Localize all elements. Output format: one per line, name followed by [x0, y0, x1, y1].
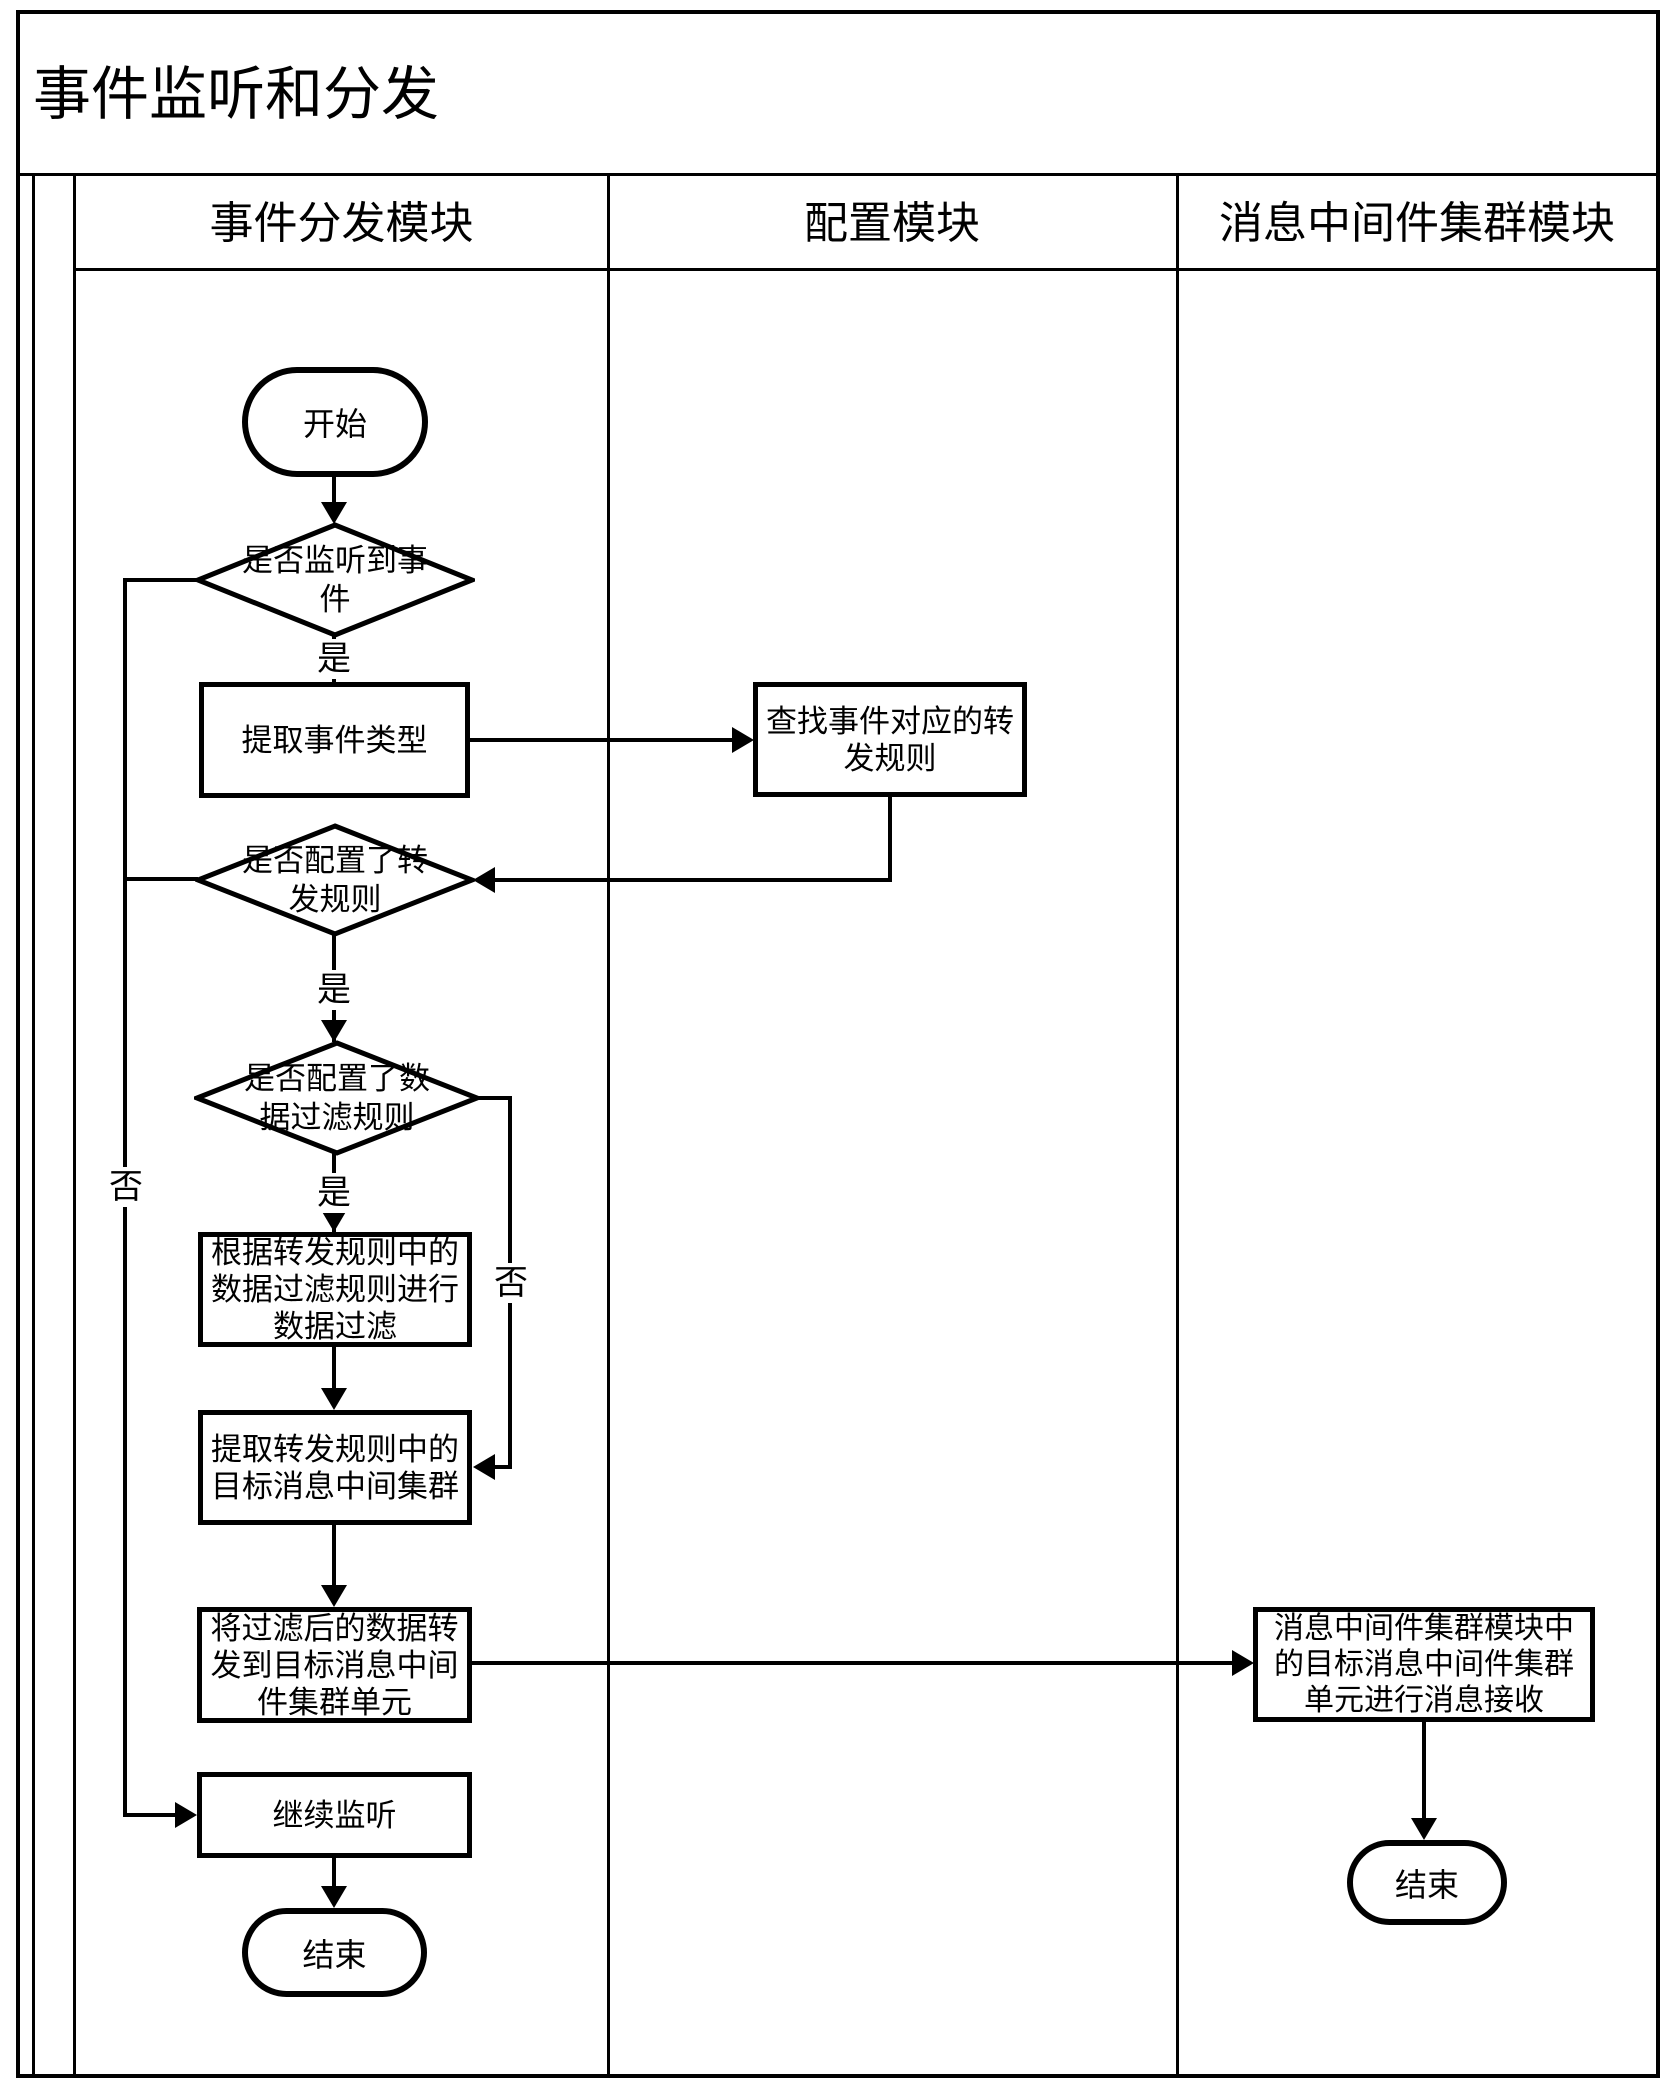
- arrowhead-down: [321, 1585, 347, 1607]
- arrowhead-right: [732, 727, 754, 753]
- lane-header-separator: [76, 268, 1656, 271]
- connector-findrule-to-decision2: [494, 878, 892, 882]
- lane-header-middleware-cluster: 消息中间件集群模块: [1219, 199, 1615, 248]
- process-extract-target-cluster: 提取转发规则中的 目标消息中间集群: [198, 1410, 472, 1525]
- process-find-forwarding-rule: 查找事件对应的转 发规则: [753, 682, 1027, 797]
- lane-divider-1: [607, 176, 610, 2075]
- arrowhead-down: [321, 1886, 347, 1908]
- arrowhead-down: [321, 1388, 347, 1410]
- decision-event-listened: 是否监听到事 件: [195, 522, 475, 638]
- arrowhead-left: [473, 867, 495, 893]
- process-forward-filtered-data: 将过滤后的数据转 发到目标消息中间 件集群单元: [197, 1607, 472, 1723]
- connector-forward-to-receive: [470, 1661, 1233, 1665]
- connector-receive-to-end: [1422, 1720, 1426, 1820]
- arrowhead-down: [1411, 1818, 1437, 1840]
- decision-forwarding-rule-label: 是否配置了转 发规则: [242, 843, 428, 917]
- edge-label-yes-3: 是: [314, 1173, 354, 1213]
- connector-findrule-down: [888, 795, 892, 882]
- lane-header-config: 配置模块: [804, 199, 980, 248]
- pool-left-edge: [32, 176, 35, 2075]
- decision-event-listened-label: 是否监听到事 件: [242, 543, 428, 617]
- end-terminal-right: 结束: [1347, 1840, 1507, 1925]
- end-terminal-left: 结束: [242, 1908, 427, 1997]
- process-continue-listening: 继续监听: [197, 1772, 472, 1858]
- arrowhead-down: [321, 1210, 347, 1232]
- lane-divider-2: [1176, 176, 1179, 2075]
- page-border: [16, 10, 1660, 2078]
- connector-continue-to-end: [332, 1856, 336, 1888]
- diagram-title: 事件监听和分发: [33, 62, 440, 127]
- edge-label-yes-2: 是: [314, 970, 354, 1010]
- start-terminal: 开始: [242, 367, 428, 477]
- arrowhead-right: [175, 1802, 197, 1828]
- connector-extract-to-findrule: [470, 738, 735, 742]
- pool-strip-divider: [73, 176, 76, 2075]
- arrowhead-down: [321, 1020, 347, 1042]
- arrowhead-right: [1232, 1650, 1254, 1676]
- connector-no-to-continue: [123, 1813, 177, 1817]
- decision-data-filter-label: 是否配置了数 据过滤规则: [244, 1061, 430, 1135]
- connector-decision3-no-bottom: [495, 1465, 512, 1469]
- connector-filter-to-extractcluster: [332, 1345, 336, 1392]
- arrowhead-down: [321, 502, 347, 524]
- lane-header-event-dispatch: 事件分发模块: [209, 199, 474, 248]
- process-filter-data: 根据转发规则中的 数据过滤规则进行 数据过滤: [198, 1232, 472, 1347]
- decision-data-filter-configured: 是否配置了数 据过滤规则: [194, 1040, 480, 1156]
- edge-label-yes-1: 是: [314, 639, 354, 679]
- connector-start-to-decision1: [332, 477, 336, 505]
- decision-forwarding-rule-configured: 是否配置了转 发规则: [195, 823, 475, 937]
- arrowhead-left: [473, 1454, 495, 1480]
- connector-decision3-no-top: [474, 1096, 512, 1100]
- edge-label-no-right: 否: [492, 1263, 530, 1303]
- process-extract-event-type: 提取事件类型: [199, 682, 470, 798]
- connector-decision1-no: [125, 578, 198, 582]
- connector-decision2-no: [125, 877, 198, 881]
- title-separator: [18, 173, 1658, 176]
- edge-label-no-left: 否: [107, 1167, 145, 1207]
- process-receive-message: 消息中间件集群模块中 的目标消息中间件集群 单元进行消息接收: [1253, 1607, 1595, 1722]
- connector-extractcluster-to-forward: [332, 1523, 336, 1589]
